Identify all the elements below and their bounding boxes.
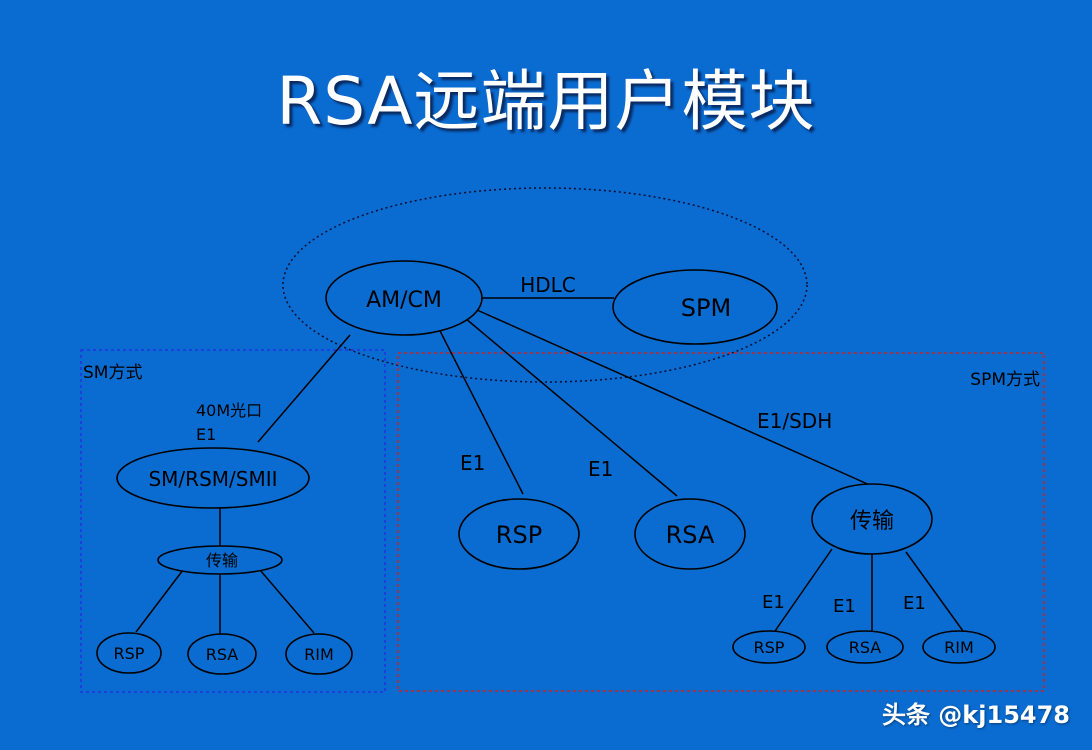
label-e1-a: E1: [762, 592, 785, 613]
link-amcm-rsa: [464, 317, 678, 497]
label-e1-rsp: E1: [460, 451, 485, 475]
node-spm: [612, 269, 778, 345]
label-e1-b: E1: [833, 596, 856, 617]
link-smtrans-rsp: [135, 569, 184, 633]
link-amcm-sm: [257, 334, 351, 443]
label-spm-mode: SPM方式: [970, 370, 1040, 390]
label-hdlc: HDLC: [520, 273, 576, 297]
label-sm-rim: RIM: [304, 645, 334, 664]
label-e1-sm: E1: [196, 425, 216, 444]
slide-title: RSA远端用户模块: [276, 63, 816, 140]
node-sm-rsm-smii: [116, 447, 310, 509]
label-e1-rsa: E1: [588, 457, 613, 481]
core-boundary-ellipse: [282, 187, 808, 383]
link-smtrans-rim: [259, 569, 315, 634]
label-rsa: RSA: [666, 521, 715, 549]
node-sm-rsa: [187, 633, 257, 675]
link-trans-rsp: [774, 548, 833, 632]
node-spm-rsa: [826, 630, 904, 664]
label-spm-rsa: RSA: [849, 638, 882, 657]
node-sm-rsp: [96, 632, 162, 674]
label-sm-mode: SM方式: [83, 363, 142, 383]
label-rsp: RSP: [496, 521, 542, 549]
link-amcm-trans: [476, 309, 873, 487]
node-sm-transmission: [157, 545, 283, 575]
link-trans-rim: [905, 551, 964, 632]
label-sm-rsa: RSA: [206, 645, 239, 664]
node-spm-rsp: [732, 630, 806, 664]
node-rsa: [634, 498, 746, 570]
label-spm-rim: RIM: [944, 638, 974, 657]
label-fiber: 40M光口: [196, 401, 262, 420]
label-sm-rsp: RSP: [114, 644, 145, 663]
link-amcm-rsp: [436, 324, 524, 495]
node-am-cm: [325, 260, 483, 336]
label-spm-transmission: 传输: [850, 509, 894, 534]
node-spm-transmission: [811, 483, 933, 555]
label-spm-rsp: RSP: [754, 638, 785, 657]
label-e1-c: E1: [903, 593, 926, 614]
node-spm-rim: [922, 630, 996, 664]
sm-mode-region: [80, 349, 386, 693]
node-sm-rim: [285, 633, 353, 675]
label-spm: SPM: [681, 294, 731, 322]
label-am-cm: AM/CM: [366, 288, 442, 313]
label-sm-transmission: 传输: [206, 551, 238, 570]
node-rsp: [458, 498, 580, 570]
label-e1-sdh: E1/SDH: [757, 409, 832, 433]
label-sm-rsm-smii: SM/RSM/SMII: [148, 467, 277, 491]
watermark: 头条 @kj15478: [881, 701, 1070, 729]
